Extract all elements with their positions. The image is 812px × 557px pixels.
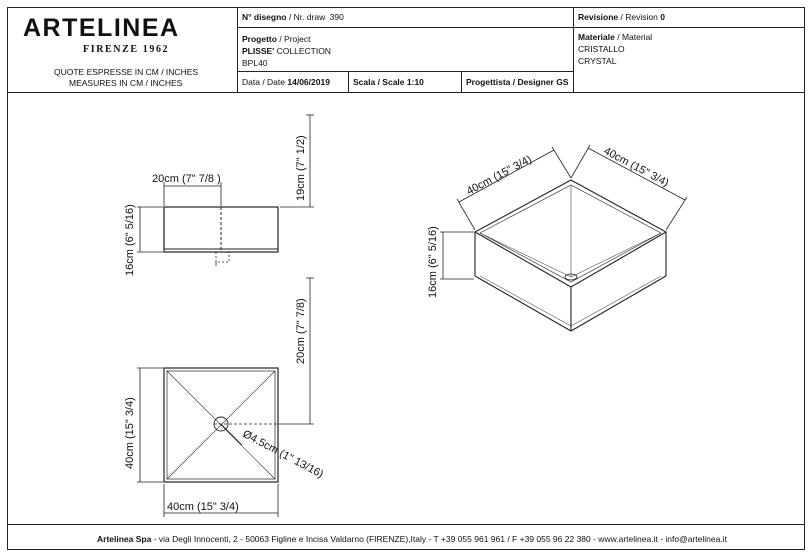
title-block-cell-divider xyxy=(348,71,349,92)
units-note-it: QUOTE ESPRESSE IN CM / INCHES xyxy=(54,67,199,77)
project-label-en: / Project xyxy=(279,34,311,44)
iso-height-dimension: 16cm (6" 5/16) xyxy=(427,226,439,298)
revision-label-en: / Revision xyxy=(620,12,658,22)
project-field: Progetto / Project xyxy=(242,34,311,44)
plan-bottom-dimension: 40cm (15" 3/4) xyxy=(167,501,239,513)
company-footer: Artelinea Spa - via Degli Innocenti, 2 -… xyxy=(97,534,727,544)
front-width-dimension: 20cm (7" 7/8 ) xyxy=(152,173,221,185)
isometric-view xyxy=(440,144,688,332)
project-collection-suffix: COLLECTION xyxy=(274,46,331,56)
revision-label: Revisione xyxy=(578,12,619,22)
iso-left-dimension: 40cm (15" 3/4) xyxy=(465,153,534,197)
plan-side-dimension: 40cm (15" 3/4) xyxy=(124,397,136,469)
revision-value: 0 xyxy=(660,12,665,22)
plan-offset-dimension: 20cm (7" 7/8) xyxy=(295,298,307,364)
revision-field: Revisione / Revision 0 xyxy=(578,12,665,22)
iso-right-dimension: 40cm (15" 3/4) xyxy=(602,145,671,189)
project-label: Progetto xyxy=(242,34,277,44)
brand-city: FIRENZE 1962 xyxy=(83,44,170,55)
title-block-bottom-line xyxy=(7,92,805,93)
company-address: - via Degli Innocenti, 2 - 50063 Figline… xyxy=(151,534,727,544)
designer-field: Progettista / Designer GS xyxy=(466,77,569,87)
material-label-en: / Material xyxy=(617,32,653,42)
scale-value: 1:10 xyxy=(406,77,424,87)
drawing-number-label-en: / Nr. draw xyxy=(288,12,326,22)
project-collection-name: PLISSE' xyxy=(242,46,275,56)
drawing-frame xyxy=(7,7,805,550)
drain-diameter-dimension: Ø4.5cm (1" 13/16) xyxy=(241,428,326,481)
material-field: Materiale / Material xyxy=(578,32,652,42)
units-note-en: MEASURES IN CM / INCHES xyxy=(69,78,183,88)
title-block-row-line xyxy=(237,71,573,72)
title-block-row-line xyxy=(237,27,805,28)
brand-logo: ARTELINEA xyxy=(23,14,180,42)
scale-field: Scala / Scale 1:10 xyxy=(353,77,424,87)
scale-label: Scala / Scale xyxy=(353,77,405,87)
footer-line xyxy=(7,524,805,525)
title-block-cell-divider xyxy=(461,71,462,92)
drawing-number-label: N° disegno xyxy=(242,12,287,22)
material-en: CRYSTAL xyxy=(578,56,617,66)
front-height-dimension: 19cm (7" 1/2) xyxy=(295,135,307,201)
title-block-divider xyxy=(573,7,574,92)
drawing-number-value: 390 xyxy=(329,12,344,22)
project-name: PLISSE' COLLECTION xyxy=(242,46,331,56)
drawing-number-field: N° disegno / Nr. draw 390 xyxy=(242,12,344,22)
title-block-divider xyxy=(237,7,238,92)
material-it: CRISTALLO xyxy=(578,44,625,54)
date-label: Data / Date xyxy=(242,77,285,87)
designer-label: Progettista / Designer xyxy=(466,77,554,87)
plan-view xyxy=(137,367,279,517)
date-value: 14/06/2019 xyxy=(287,77,330,87)
front-depth-dimension: 16cm (6" 5/16) xyxy=(124,204,136,276)
company-name: Artelinea Spa xyxy=(97,534,152,544)
front-view xyxy=(137,114,314,425)
material-label: Materiale xyxy=(578,32,615,42)
date-field: Data / Date 14/06/2019 xyxy=(242,77,330,87)
designer-value: GS xyxy=(556,77,569,87)
project-code: BPL40 xyxy=(242,58,268,68)
